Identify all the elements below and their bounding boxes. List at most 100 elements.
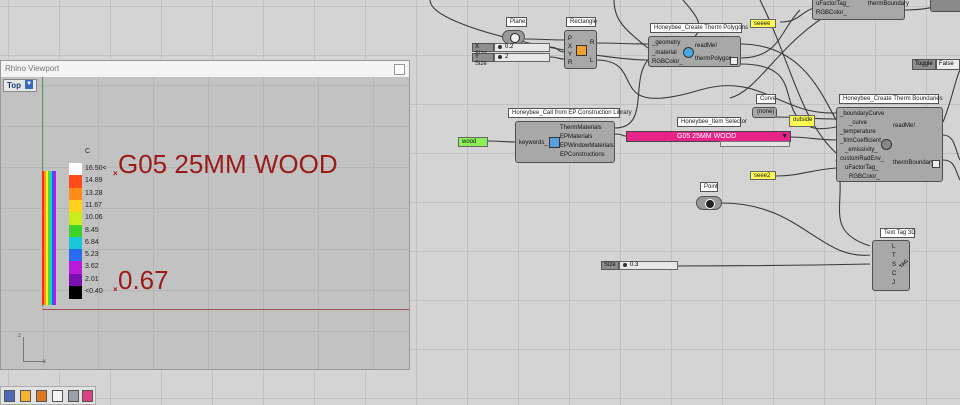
legend-swatch bbox=[69, 175, 82, 189]
ep-construction-title: Honeybee_Call from EP Construction Libra… bbox=[508, 108, 632, 118]
rectangle-input-p[interactable]: P bbox=[568, 36, 573, 42]
ep-construction-output-ep-materials[interactable]: EPMaterials bbox=[560, 134, 593, 140]
x-size-slider[interactable]: X Size 0.2 bbox=[472, 43, 550, 57]
top-right-input-rgbcolor[interactable]: RGBColor_ bbox=[816, 10, 847, 16]
view-label-top[interactable]: Top▼ bbox=[3, 79, 38, 92]
close-icon[interactable] bbox=[394, 64, 405, 75]
curve-title: Curve bbox=[756, 94, 776, 104]
legend-swatch bbox=[69, 212, 82, 226]
text-tag-input-c[interactable]: C bbox=[892, 271, 897, 277]
therm-polygons-input-rgbcolor[interactable]: RGBColor_ bbox=[652, 59, 683, 65]
wood-keyword-panel[interactable]: wood bbox=[458, 137, 488, 147]
therm-polygons-input-geometry[interactable]: _geometry bbox=[652, 40, 681, 46]
brush-icon[interactable] bbox=[36, 390, 47, 402]
top-right-component[interactable]: uFactorTag_ RGBColor_ thermBoundary bbox=[812, 0, 909, 20]
top-right-input-ufactortag[interactable]: uFactorTag_ bbox=[816, 1, 850, 7]
ep-construction-output-window-materials[interactable]: EPWindowMaterials bbox=[560, 143, 614, 149]
therm-polygons-component[interactable]: _geometry _material RGBColor_ readMe! th… bbox=[648, 36, 741, 67]
text-tag-input-t[interactable]: T bbox=[892, 253, 896, 259]
text-tag-component[interactable]: L T S C J TAG bbox=[872, 240, 910, 291]
chevron-down-icon[interactable]: ▼ bbox=[781, 133, 788, 140]
legend-swatch bbox=[69, 199, 82, 213]
legend-row: 11.67 bbox=[69, 199, 269, 213]
therm-boundaries-output-thermboundary[interactable]: thermBoundary bbox=[893, 160, 935, 166]
top-right-output-thermboundary[interactable]: thermBoundary bbox=[868, 1, 910, 7]
x-size-label: X Size bbox=[472, 43, 494, 57]
y-size-value: 2 bbox=[505, 54, 509, 60]
x-size-track[interactable]: 0.2 bbox=[494, 43, 550, 52]
plane-component[interactable] bbox=[502, 30, 525, 44]
legend-row: 6.84 bbox=[69, 236, 269, 250]
viewport-titlebar[interactable]: Rhino Viewport bbox=[1, 61, 409, 78]
point-title: Point bbox=[700, 182, 718, 192]
folder-icon[interactable] bbox=[20, 390, 31, 402]
printer-icon[interactable] bbox=[68, 390, 79, 402]
legend-swatch bbox=[69, 163, 82, 176]
item-selector-dropdown[interactable]: G05 25MM WOOD ▼ bbox=[626, 131, 791, 142]
therm-boundaries-expand-icon[interactable] bbox=[932, 160, 940, 168]
text-tag-input-j[interactable]: J bbox=[892, 280, 895, 286]
size-knob[interactable] bbox=[623, 263, 627, 267]
ep-construction-output-constructions[interactable]: EPConstructions bbox=[560, 152, 605, 158]
size-track[interactable]: 0.3 bbox=[619, 261, 678, 270]
outside-panel[interactable]: outside bbox=[789, 115, 815, 127]
canvas-toolbar bbox=[0, 386, 96, 405]
seeee-panel[interactable]: seeee bbox=[750, 19, 776, 28]
point-icon bbox=[705, 199, 715, 209]
x-size-knob[interactable] bbox=[498, 45, 502, 49]
rectangle-title: Rectangle bbox=[566, 17, 597, 27]
y-size-slider[interactable]: Y Size 2 bbox=[472, 53, 550, 67]
legend-swatch bbox=[69, 187, 82, 201]
therm-boundaries-input-boundarycurve[interactable]: _boundaryCurve bbox=[840, 111, 885, 117]
gallery-icon[interactable] bbox=[82, 390, 93, 402]
y-size-knob[interactable] bbox=[498, 55, 502, 59]
toggle-value[interactable]: False bbox=[936, 59, 960, 70]
axis-x-line bbox=[23, 361, 45, 362]
rectangle-component[interactable]: P X Y R R L bbox=[564, 30, 597, 69]
rectangle-input-r[interactable]: R bbox=[568, 60, 573, 66]
ep-construction-input-keywords[interactable]: keywords_ bbox=[519, 140, 548, 146]
ep-construction-component[interactable]: keywords_ ThermMaterials EPMaterials EPW… bbox=[515, 121, 615, 163]
point-component[interactable] bbox=[696, 196, 722, 210]
text-tag-input-s[interactable]: S bbox=[892, 262, 897, 268]
rectangle-input-x[interactable]: X bbox=[568, 44, 573, 50]
chevron-down-icon[interactable]: ▼ bbox=[25, 80, 34, 89]
size-slider[interactable]: Size 0.3 bbox=[601, 261, 678, 270]
item-selector-secondary[interactable] bbox=[720, 141, 790, 147]
legend-value: 8.45 bbox=[85, 226, 99, 234]
seee2-panel[interactable]: seee2 bbox=[750, 171, 776, 180]
boolean-toggle[interactable]: Toggle False bbox=[912, 59, 960, 70]
therm-boundaries-input-ufactortag[interactable]: uFactorTag_ bbox=[845, 165, 879, 171]
axis-z-label: z bbox=[18, 333, 21, 339]
curve-component[interactable]: (none) bbox=[752, 107, 777, 118]
rectangle-output-r[interactable]: R bbox=[590, 40, 595, 46]
therm-polygons-output-polygon[interactable]: thermPolygon bbox=[695, 56, 733, 62]
app-icon[interactable] bbox=[4, 390, 15, 402]
therm-boundaries-output-readme[interactable]: readMe! bbox=[893, 123, 916, 129]
therm-boundaries-input-emissivity[interactable]: _emissivity_ bbox=[845, 147, 878, 153]
therm-boundaries-input-filmcoefficient[interactable]: _filmCoefficient bbox=[840, 138, 881, 144]
viewport-title: Rhino Viewport bbox=[5, 64, 60, 73]
top-right-small-component[interactable] bbox=[930, 0, 960, 12]
honeybee-icon bbox=[683, 47, 694, 58]
therm-boundaries-input-rgbcolor[interactable]: RGBColor_ bbox=[849, 174, 880, 180]
therm-boundaries-input-temperature[interactable]: _temperature bbox=[840, 129, 876, 135]
legend-row: 16.50< bbox=[69, 163, 269, 176]
legend-value: 14.89 bbox=[85, 177, 103, 185]
therm-boundaries-component[interactable]: _boundaryCurve _curve _temperature _film… bbox=[836, 107, 943, 182]
ep-construction-icon bbox=[549, 137, 560, 148]
therm-polygons-output-readme[interactable]: readMe! bbox=[695, 43, 718, 49]
therm-boundaries-input-curve[interactable]: _curve bbox=[849, 120, 868, 126]
therm-polygons-input-material[interactable]: _material bbox=[652, 50, 677, 56]
rectangle-input-y[interactable]: Y bbox=[568, 52, 573, 58]
therm-polygons-expand-icon[interactable] bbox=[730, 57, 738, 65]
text-tag-input-l[interactable]: L bbox=[892, 244, 896, 250]
ep-construction-output-therm-materials[interactable]: ThermMaterials bbox=[560, 125, 602, 131]
document-icon[interactable] bbox=[52, 390, 63, 402]
legend-row: <0.40 bbox=[69, 286, 269, 299]
y-size-track[interactable]: 2 bbox=[494, 53, 550, 62]
rectangle-output-l[interactable]: L bbox=[590, 58, 594, 64]
therm-boundaries-input-customradenv[interactable]: customRadEnv_ bbox=[840, 156, 885, 162]
